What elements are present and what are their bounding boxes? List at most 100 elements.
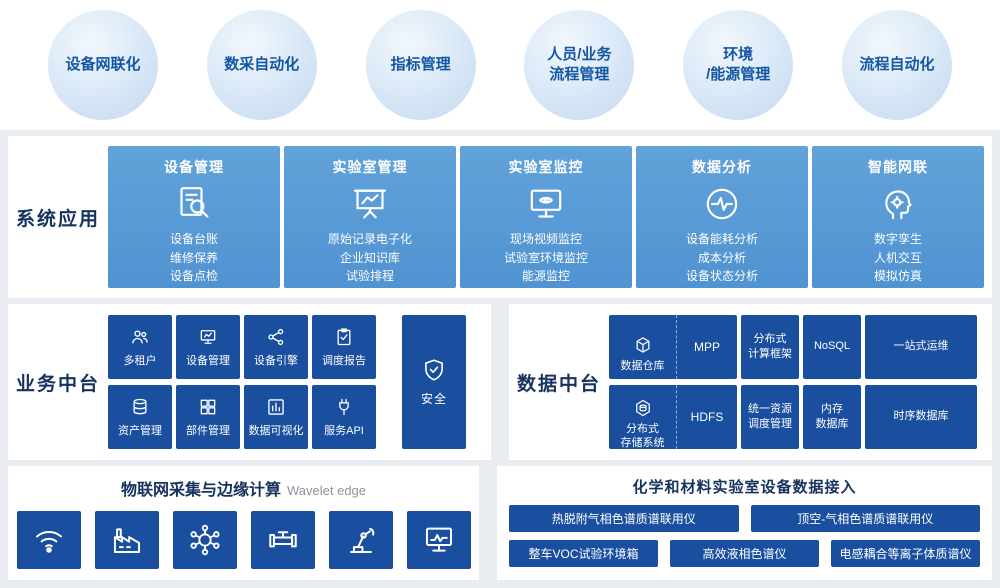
app-card-title: 智能网联 xyxy=(868,159,928,175)
iot-tile-monitor xyxy=(406,511,471,569)
clipboard-check-icon xyxy=(334,327,354,347)
iot-edge-panel: 物联网采集与边缘计算 Wavelet edge xyxy=(8,466,479,580)
tile-label: 分布式 存储系统 xyxy=(620,422,665,450)
pulse-circle-icon xyxy=(636,180,808,228)
app-card-lines: 原始记录电子化 企业知识库 试验排程 xyxy=(327,232,412,284)
app-card-lab-mgmt: 实验室管理 原始记录电子化 企业知识库 试验排程 xyxy=(284,146,456,288)
iot-tile-factory xyxy=(94,511,159,569)
capability-label: 设备网联化 xyxy=(65,55,141,73)
capability-circle-indicator-mgmt: 指标管理 xyxy=(365,10,476,120)
tile-service-api: 服务API xyxy=(312,385,376,449)
tile-component-mgmt: 部件管理 xyxy=(176,385,240,449)
capability-circle-process-automation: 流程自动化 xyxy=(841,10,952,120)
business-platform-panel: 业务中台 多租户 xyxy=(8,304,491,460)
capability-circle-process-mgmt: 人员/业务 流程管理 xyxy=(524,10,635,120)
tile-multi-tenant: 多租户 xyxy=(108,315,172,379)
lab-access-panel: 化学和材料实验室设备数据接入 热脱附气相色谱质谱联用仪 顶空-气相色谱质谱联用仪… xyxy=(497,466,992,580)
device-monitor-icon xyxy=(198,327,218,347)
app-card-title: 数据分析 xyxy=(692,159,752,175)
instrument-hs-gcms: 顶空-气相色谱质谱联用仪 xyxy=(750,505,980,532)
tile-label: 调度报告 xyxy=(322,354,366,367)
tile-in-memory-db: 内存 数据库 xyxy=(803,385,861,449)
app-card-lines: 设备台账 维修保养 设备点检 xyxy=(169,232,218,284)
tile-schedule-report: 调度报告 xyxy=(312,315,376,379)
capability-circle-energy-mgmt: 环境 /能源管理 xyxy=(683,10,794,120)
capabilities-band: 设备网联化 数采自动化 指标管理 人员/业务 流程管理 环境 /能源管理 流程自… xyxy=(0,0,1000,130)
tile-label: NoSQL xyxy=(813,340,851,353)
plug-icon xyxy=(334,397,354,417)
tile-asset-mgmt: 资产管理 xyxy=(108,385,172,449)
tile-label: 设备管理 xyxy=(186,354,230,367)
system-apps-cards: 设备管理 设备台账 维修保养 设备点检 实验室管理 xyxy=(108,146,984,288)
tile-security: 安全 xyxy=(402,315,466,449)
iot-edge-title-text: 物联网采集与边缘计算 xyxy=(120,482,281,499)
tile-label: 多租户 xyxy=(123,354,157,367)
capability-label: 数采自动化 xyxy=(224,55,300,73)
mpp-cell: MPP xyxy=(693,340,720,354)
tile-label: 服务API xyxy=(324,424,364,437)
storage-hexagon-icon xyxy=(633,384,653,418)
lab-access-row-1: 热脱附气相色谱质谱联用仪 顶空-气相色谱质谱联用仪 xyxy=(509,505,980,532)
tile-label: 分布式 计算框架 xyxy=(748,332,792,360)
database-icon xyxy=(130,397,150,417)
middle-platforms-row: 业务中台 多租户 xyxy=(8,304,992,460)
iot-edge-tiles xyxy=(8,511,479,569)
instrument-icp-ms: 电感耦合等离子体质谱仪 xyxy=(831,540,980,567)
tile-label: 资产管理 xyxy=(118,424,162,437)
capability-label: 人员/业务 流程管理 xyxy=(547,45,612,83)
warehouse-cube-icon xyxy=(633,321,653,355)
lab-access-title: 化学和材料实验室设备数据接入 xyxy=(632,479,857,496)
instrument-hplc: 高效液相色谱仪 xyxy=(670,540,819,567)
capability-label: 指标管理 xyxy=(390,55,451,73)
section-label-data-platform: 数据中台 xyxy=(516,373,601,395)
iot-tile-network xyxy=(172,511,237,569)
app-card-lines: 现场视频监控 试验室环境监控 能源监控 xyxy=(503,232,588,284)
tile-data-visualization: 数据可视化 xyxy=(244,385,308,449)
tile-timeseries-db: 时序数据库 xyxy=(865,385,977,449)
instrument-voc-chamber: 整车VOC试验环境箱 xyxy=(509,540,658,567)
tile-label: 设备引擎 xyxy=(254,354,298,367)
tile-label: 数据可视化 xyxy=(248,424,304,437)
capability-label: 环境 /能源管理 xyxy=(706,45,771,83)
lab-access-row-2: 整车VOC试验环境箱 高效液相色谱仪 电感耦合等离子体质谱仪 xyxy=(509,540,980,567)
app-card-intelligent-networking: 智能网联 数字孪生 人机交互 模拟仿真 xyxy=(812,146,984,288)
app-card-lab-monitoring: 实验室监控 现场视频监控 试验室环境监控 能源监控 xyxy=(460,146,632,288)
iot-edge-title: 物联网采集与边缘计算 Wavelet edge xyxy=(8,476,479,500)
tile-device-engine: 设备引擎 xyxy=(244,315,308,379)
app-card-equipment-mgmt: 设备管理 设备台账 维修保养 设备点检 xyxy=(108,146,280,288)
section-label-business-platform: 业务中台 xyxy=(15,373,100,395)
tile-label: 数据仓库 xyxy=(620,360,665,372)
monitor-eye-icon xyxy=(460,180,632,228)
document-search-icon xyxy=(108,180,280,228)
tile-distributed-computing: 分布式 计算框架 xyxy=(741,315,799,379)
data-warehouse-cell: 数据仓库 xyxy=(609,315,677,379)
data-platform-panel: 数据中台 数据仓库 MPP xyxy=(509,304,992,460)
factory-icon xyxy=(110,523,144,557)
iot-tile-robot-arm xyxy=(328,511,393,569)
tile-label: 内存 数据库 xyxy=(815,402,849,430)
pipeline-valve-icon xyxy=(266,523,300,557)
robot-arm-icon xyxy=(344,523,378,557)
tile-label: 时序数据库 xyxy=(893,410,949,423)
hdfs-cell: HDFS xyxy=(690,410,724,424)
ai-head-icon xyxy=(812,180,984,228)
tile-data-warehouse-mpp: 数据仓库 MPP xyxy=(609,315,737,379)
iot-edge-subtitle: Wavelet edge xyxy=(287,483,367,498)
wifi-sensor-icon xyxy=(32,523,66,557)
capability-circle-data-collection: 数采自动化 xyxy=(206,10,317,120)
app-card-lines: 设备能耗分析 成本分析 设备状态分析 xyxy=(685,232,758,284)
tile-device-mgmt: 设备管理 xyxy=(176,315,240,379)
app-card-data-analysis: 数据分析 设备能耗分析 成本分析 设备状态分析 xyxy=(636,146,808,288)
tile-label: 安全 xyxy=(420,392,447,406)
tile-label: 一站式运维 xyxy=(893,340,949,353)
tile-label: 部件管理 xyxy=(186,424,230,437)
section-label-system-apps: 系统应用 xyxy=(15,208,100,230)
tile-nosql: NoSQL xyxy=(803,315,861,379)
tile-label: 统一资源 调度管理 xyxy=(748,402,792,430)
iot-tile-wireless xyxy=(16,511,81,569)
system-apps-section: 系统应用 设备管理 设备台账 维修保养 设备点检 实验室管理 xyxy=(8,136,992,298)
instrument-td-gcms: 热脱附气相色谱质谱联用仪 xyxy=(509,505,739,532)
presentation-chart-icon xyxy=(284,180,456,228)
app-card-title: 实验室管理 xyxy=(332,159,408,175)
